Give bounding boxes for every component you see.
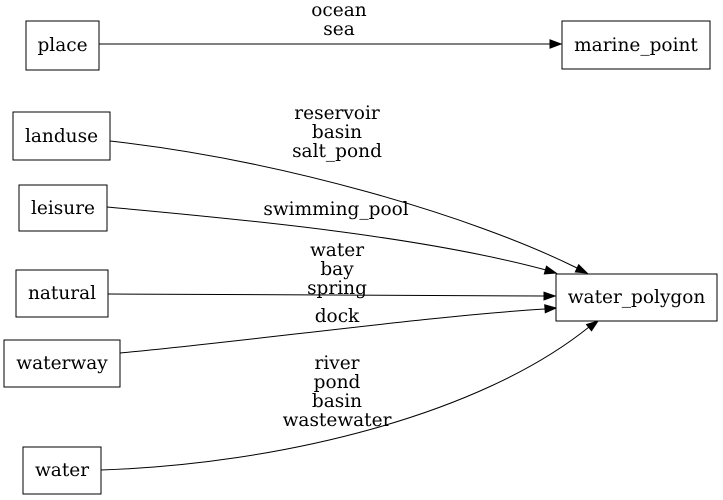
edge-label-line: pond [314, 372, 361, 393]
edge-line [119, 308, 546, 354]
arrowhead-icon [549, 39, 563, 49]
edge-label-line: river [314, 353, 359, 374]
edge-label-place-marine_point: ocean sea [311, 0, 366, 40]
edge-label-line: ocean [311, 0, 366, 21]
edge-label-line: basin [312, 391, 362, 412]
edge-label-natural-water_polygon: water bay spring [307, 240, 367, 299]
edge-label-line: wastewater [283, 410, 392, 431]
edge-label-line: dock [315, 306, 360, 327]
node-label: water_polygon [568, 287, 706, 308]
node-box [22, 446, 102, 495]
edge-label-water-water_polygon: river pond basin wastewater [283, 353, 392, 431]
node-box [3, 339, 121, 388]
node-natural: natural [15, 269, 109, 318]
edge-line [106, 206, 547, 271]
node-place: place [25, 20, 100, 71]
edge-label-line: sea [323, 19, 354, 40]
node-label: leisure [31, 198, 95, 219]
arrowhead-icon [543, 265, 558, 275]
edge-line [100, 326, 590, 471]
edge-label-landuse-water_polygon: reservoir basin salt_pond [292, 103, 382, 162]
node-label: water [35, 460, 89, 481]
edge-place-marine_point [99, 39, 563, 49]
edge-natural-water_polygon [107, 291, 557, 301]
edge-label-line: water [310, 240, 364, 261]
edge-label-line: swimming_pool [263, 199, 408, 220]
arrowhead-icon [543, 291, 557, 301]
arrowhead-icon [544, 304, 558, 314]
edge-water-water_polygon [100, 320, 600, 471]
edge-label-line: spring [307, 278, 367, 299]
node-marine_point: marine_point [561, 20, 711, 70]
node-box [555, 273, 718, 322]
node-label: place [37, 35, 87, 56]
edge-label-line: salt_pond [292, 141, 382, 162]
node-box [18, 184, 108, 232]
edge-landuse-water_polygon [109, 140, 589, 274]
arrowhead-icon [574, 263, 589, 274]
node-box [12, 111, 111, 161]
edge-label-leisure-water_polygon: swimming_pool [263, 199, 408, 220]
edge-label-waterway-water_polygon: dock [315, 306, 360, 327]
edge-waterway-water_polygon [119, 304, 558, 354]
node-label: waterway [16, 353, 108, 374]
node-water: water [22, 446, 102, 495]
node-box [561, 20, 711, 70]
edge-label-line: basin [312, 122, 362, 143]
node-label: landuse [25, 126, 98, 147]
arrowhead-icon [585, 320, 600, 332]
node-label: marine_point [574, 35, 698, 56]
node-water_polygon: water_polygon [555, 273, 718, 322]
node-landuse: landuse [12, 111, 111, 161]
edge-label-line: reservoir [294, 103, 380, 124]
edge-label-line: bay [320, 259, 354, 280]
node-waterway: waterway [3, 339, 121, 388]
edge-line [109, 140, 578, 269]
node-box [15, 269, 109, 318]
edge-leisure-water_polygon [106, 206, 558, 275]
node-label: natural [28, 283, 96, 304]
node-leisure: leisure [18, 184, 108, 232]
edge-line [107, 293, 546, 297]
node-box [25, 20, 100, 71]
